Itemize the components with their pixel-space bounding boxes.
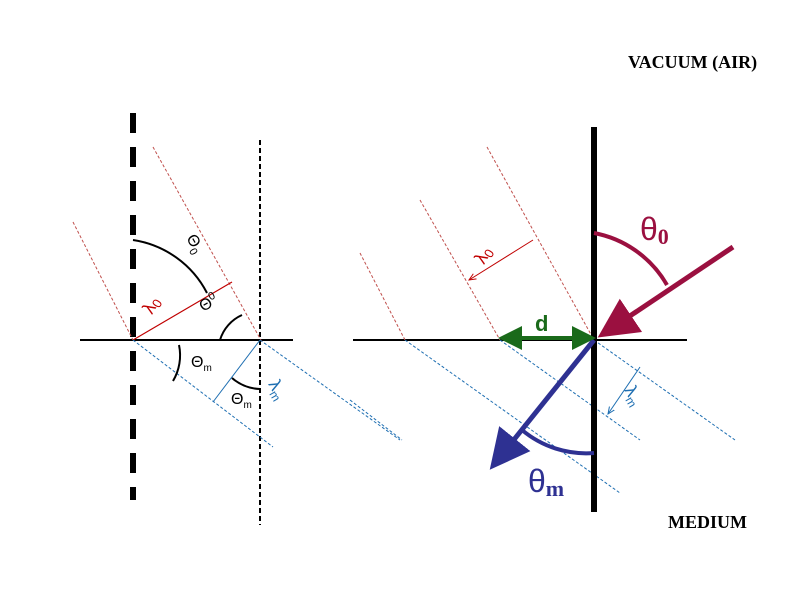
right-wavefront-vacuum	[359, 252, 406, 341]
left-theta0-arc-lower	[219, 314, 243, 341]
right-theta0-label: θ0	[640, 211, 669, 249]
left-lambda0-line	[132, 281, 233, 341]
incident-ray-arrow	[597, 244, 735, 338]
right-lambda0-arrow	[469, 239, 534, 280]
right-lambdam-arrow	[608, 366, 641, 414]
right-panel: d θ0 θm λ0 λm	[349, 127, 736, 512]
left-wavefront-vacuum	[72, 221, 134, 341]
left-wavefront-medium	[259, 339, 401, 441]
right-wavefront-medium	[349, 399, 403, 441]
left-panel: Θ0 Θ0 λ0 Θm Θm λm	[72, 113, 401, 525]
right-lambdam-label: λm	[618, 382, 647, 410]
left-thetam-arc-2	[231, 377, 261, 390]
medium-label: MEDIUM	[668, 512, 747, 532]
left-lambdam-label: λm	[262, 376, 291, 404]
right-wavefront-vacuum	[419, 199, 501, 341]
left-theta0-arc-upper	[132, 239, 208, 294]
left-lambdam-line	[212, 339, 261, 403]
left-wavefront-medium	[132, 339, 274, 448]
left-wavefront-vacuum	[152, 146, 263, 343]
left-thetam-label-1: Θm	[191, 354, 212, 374]
refracted-ray-arrow	[489, 338, 596, 470]
right-theta0-arc	[593, 231, 669, 286]
right-wavefront-medium	[593, 339, 736, 441]
left-theta0-lower-label: Θ0	[196, 290, 222, 316]
right-wavefront-medium	[499, 339, 641, 441]
right-wavefront-vacuum	[486, 146, 595, 341]
vacuum-label: VACUUM (AIR)	[628, 52, 757, 73]
right-lambda0-label: λ0	[470, 243, 497, 268]
right-wavefront-medium	[404, 339, 621, 494]
distance-d-label: d	[535, 311, 548, 336]
right-thetam-label: θm	[528, 463, 564, 501]
right-thetam-arc	[520, 428, 595, 456]
left-thetam-arc-1	[172, 344, 182, 382]
left-lambda0-label: λ0	[138, 293, 165, 318]
left-thetam-label-2: Θm	[231, 391, 252, 411]
